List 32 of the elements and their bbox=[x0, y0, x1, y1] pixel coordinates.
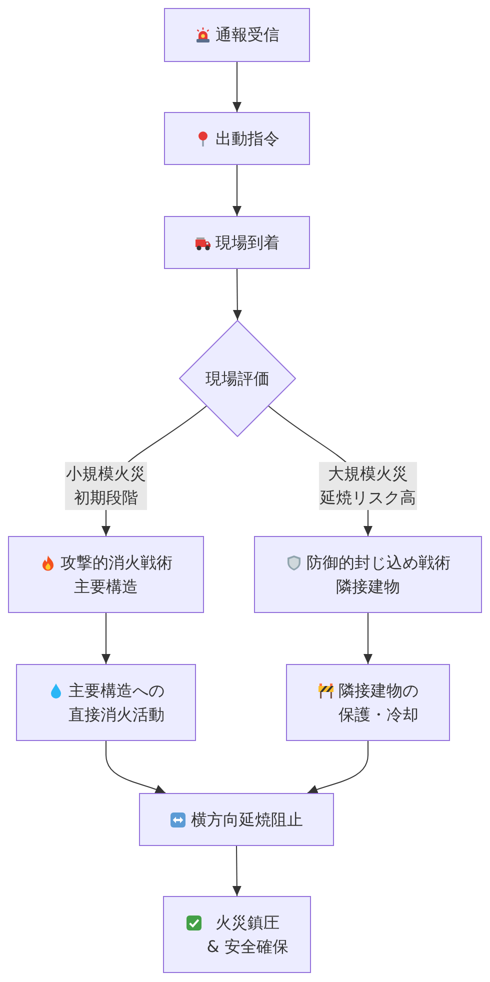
process-box bbox=[16, 664, 196, 741]
step-subtext: 主要構造 bbox=[74, 576, 138, 598]
step-text: 主要構造への直接消火活動 bbox=[68, 680, 164, 726]
step-subtext: 隣接建物 bbox=[336, 576, 400, 598]
step-text: 出動指令 bbox=[216, 128, 280, 150]
arrow bbox=[232, 164, 242, 216]
edge-label: 大規模火災延焼リスク高 bbox=[319, 462, 417, 510]
process-box bbox=[254, 536, 482, 613]
process-box bbox=[163, 896, 311, 973]
arrow bbox=[364, 612, 372, 664]
edge-label: 小規模火災初期段階 bbox=[65, 462, 147, 510]
arrow bbox=[232, 62, 242, 112]
process-box bbox=[8, 536, 204, 613]
process-box bbox=[164, 216, 310, 269]
arrow bbox=[232, 268, 242, 320]
step-text: 防御的封じ込め戦術 bbox=[306, 552, 450, 574]
arrow bbox=[102, 612, 110, 664]
arrow bbox=[232, 846, 242, 896]
process-box bbox=[139, 793, 334, 846]
step-text: 横方向延焼阻止 bbox=[191, 808, 303, 830]
step-text: 現場到着 bbox=[216, 232, 280, 254]
arrow bbox=[106, 740, 166, 794]
process-box bbox=[164, 112, 310, 165]
step-text: 隣接建物の保護・冷却 bbox=[338, 680, 418, 726]
step-text: 火災鎮圧& 安全確保 bbox=[206, 912, 288, 958]
decision-text: 現場評価 bbox=[206, 368, 270, 390]
process-box bbox=[286, 664, 450, 741]
step-text: 通報受信 bbox=[216, 24, 280, 46]
decision-diamond bbox=[179, 320, 296, 437]
step-text: 攻撃的消火戦術 bbox=[60, 552, 172, 574]
arrow bbox=[307, 740, 368, 794]
process-box bbox=[164, 8, 310, 62]
